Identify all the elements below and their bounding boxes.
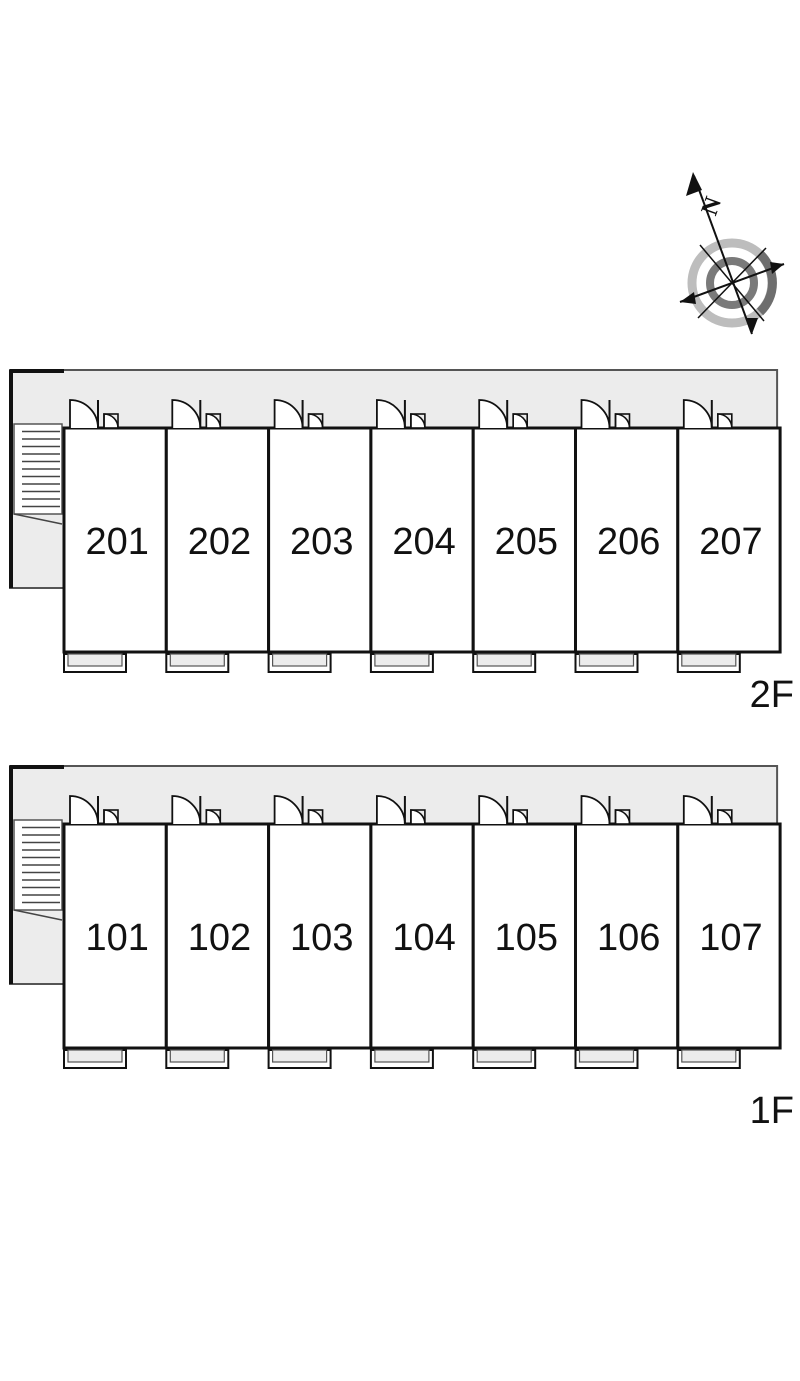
small-door-frame (103, 413, 119, 429)
balcony-inner (67, 1049, 123, 1063)
small-door-frame (307, 413, 324, 429)
balcony-inner (681, 653, 737, 667)
small-door-frame (410, 809, 426, 825)
balcony-inner (169, 1049, 225, 1063)
balcony-inner (476, 1049, 532, 1063)
balcony-inner (67, 653, 123, 667)
stair-landing-edge (13, 513, 63, 525)
room-105: 105 (471, 795, 578, 1069)
small-door-frame (103, 809, 119, 825)
room-outline (676, 822, 782, 1050)
room-number: 104 (392, 917, 455, 959)
floor-label: 1F (750, 1090, 794, 1132)
small-door-frame (716, 809, 733, 825)
room-number: 206 (597, 521, 660, 563)
room-outline (471, 822, 578, 1050)
room-number: 201 (85, 521, 148, 563)
compass: N (679, 172, 785, 335)
balcony-inner (272, 653, 328, 667)
stair-landing-edge (13, 909, 63, 921)
room-204: 204 (369, 399, 475, 673)
room-103: 103 (267, 795, 373, 1069)
compass-ring-inner (706, 257, 758, 309)
room-107: 107 (676, 795, 782, 1069)
north-label: N (697, 193, 728, 219)
room-number: 203 (290, 521, 353, 563)
room-102: 102 (164, 795, 271, 1069)
compass-arrow-w-icon (680, 292, 696, 304)
room-number: 207 (699, 521, 762, 563)
balcony-inner (272, 1049, 328, 1063)
compass-arrow-e-icon (770, 262, 784, 274)
small-door-frame (307, 809, 324, 825)
floor-1f: 101 102 103 104 105 106 107 1F (9, 765, 794, 1132)
room-104: 104 (369, 795, 475, 1069)
floor-label: 2F (750, 674, 794, 716)
balcony-inner (374, 653, 430, 667)
room-outline (164, 822, 271, 1050)
room-101: 101 (62, 795, 168, 1069)
room-outline (369, 426, 475, 654)
room-outline (267, 822, 373, 1050)
small-door-frame (614, 809, 631, 825)
room-202: 202 (164, 399, 271, 673)
room-number: 202 (188, 521, 251, 563)
room-outline (471, 426, 578, 654)
small-door-frame (512, 413, 529, 429)
room-outline (62, 426, 168, 654)
floor-2f: 201 202 203 204 205 206 207 2F (9, 369, 794, 716)
room-206: 206 (574, 399, 680, 673)
room-number: 102 (188, 917, 251, 959)
room-207: 207 (676, 399, 782, 673)
room-outline (267, 426, 373, 654)
compass-needle (693, 175, 753, 335)
room-205: 205 (471, 399, 578, 673)
small-door-frame (410, 413, 426, 429)
room-number: 106 (597, 917, 660, 959)
compass-arrow-s-icon (746, 318, 758, 334)
room-number: 205 (495, 521, 558, 563)
compass-ring-dark-arc (756, 250, 777, 316)
small-door-frame (512, 809, 529, 825)
small-door-frame (614, 413, 631, 429)
room-outline (574, 426, 680, 654)
balcony-inner (169, 653, 225, 667)
room-203: 203 (267, 399, 373, 673)
compass-diag-line-b (697, 247, 767, 319)
balcony-inner (476, 653, 532, 667)
small-door-frame (205, 413, 222, 429)
room-106: 106 (574, 795, 680, 1069)
room-number: 105 (495, 917, 558, 959)
room-outline (676, 426, 782, 654)
small-door-frame (205, 809, 222, 825)
small-door-frame (716, 413, 733, 429)
room-number: 107 (699, 917, 762, 959)
balcony-inner (681, 1049, 737, 1063)
balcony-inner (578, 653, 635, 667)
balcony-inner (578, 1049, 635, 1063)
north-arrow-icon (686, 172, 702, 196)
room-number: 101 (85, 917, 148, 959)
balcony-inner (374, 1049, 430, 1063)
room-number: 103 (290, 917, 353, 959)
room-number: 204 (392, 521, 455, 563)
room-201: 201 (62, 399, 168, 673)
